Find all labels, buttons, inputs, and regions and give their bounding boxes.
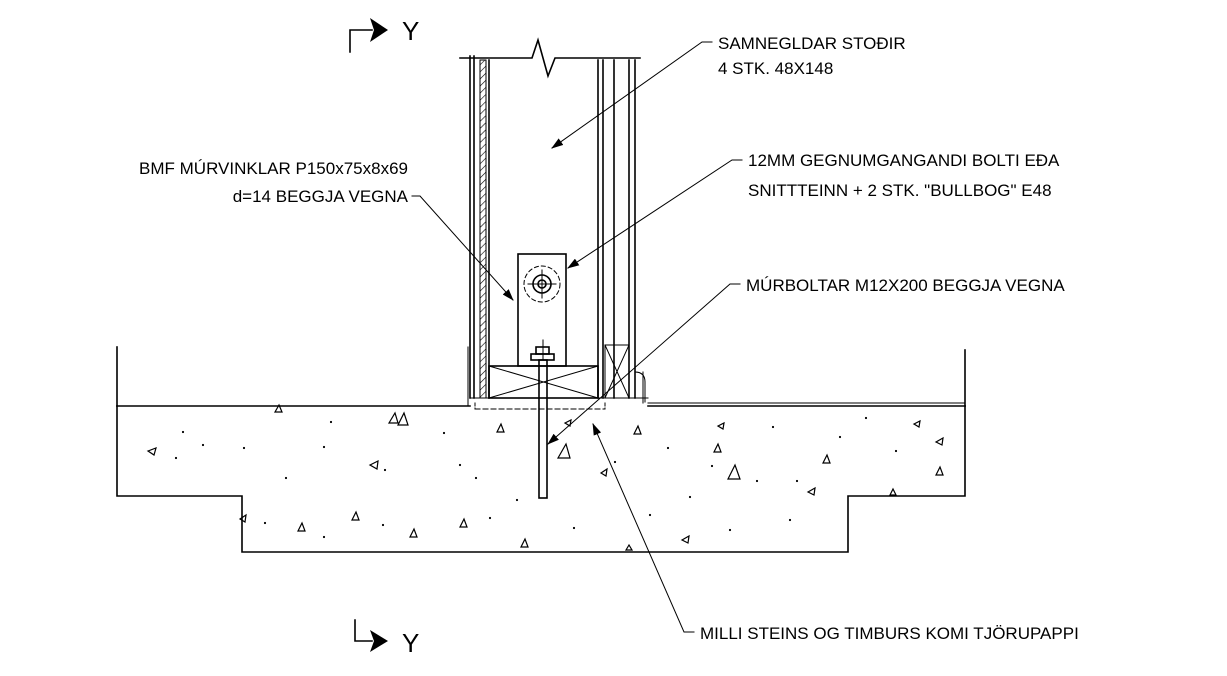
label-anchor: MÚRBOLTAR M12X200 BEGGJA VEGNA <box>746 276 1065 295</box>
label-angle-line2: d=14 BEGGJA VEGNA <box>233 187 409 206</box>
concrete-slab <box>116 346 966 553</box>
label-bolt-line1: 12MM GEGNUMGANGANDI BOLTI EÐA <box>748 151 1060 170</box>
label-tar-paper: MILLI STEINS OG TIMBURS KOMI TJÖRUPAPPI <box>700 624 1079 643</box>
tar-paper <box>474 402 606 410</box>
section-marker-bottom-letter: Y <box>402 628 419 658</box>
label-anchor-line1: MÚRBOLTAR M12X200 BEGGJA VEGNA <box>746 276 1065 295</box>
leader-lines <box>411 41 743 633</box>
stud-column <box>459 37 649 403</box>
label-studs: SAMNEGLDAR STOÐIR 4 STK. 48X148 <box>718 34 906 78</box>
label-angle-line1: BMF MÚRVINKLAR P150x75x8x69 <box>139 159 408 178</box>
section-marker-top: Y <box>349 16 419 53</box>
section-marker-bottom: Y <box>354 619 419 658</box>
label-tar-paper-line1: MILLI STEINS OG TIMBURS KOMI TJÖRUPAPPI <box>700 624 1079 643</box>
label-bolt: 12MM GEGNUMGANGANDI BOLTI EÐA SNITTTEINN… <box>748 151 1060 200</box>
label-studs-line1: SAMNEGLDAR STOÐIR <box>718 34 906 53</box>
label-angle-bracket: BMF MÚRVINKLAR P150x75x8x69 d=14 BEGGJA … <box>139 159 409 206</box>
concrete-aggregate <box>146 403 944 551</box>
label-studs-line2: 4 STK. 48X148 <box>718 59 833 78</box>
concrete-specks <box>174 416 898 539</box>
angle-bracket <box>517 253 567 367</box>
wood-sill-block <box>488 344 630 399</box>
anchor-bolt <box>530 339 555 499</box>
section-marker-top-letter: Y <box>402 16 419 46</box>
label-bolt-line2: SNITTTEINN + 2 STK. "BULLBOG" E48 <box>748 181 1052 200</box>
